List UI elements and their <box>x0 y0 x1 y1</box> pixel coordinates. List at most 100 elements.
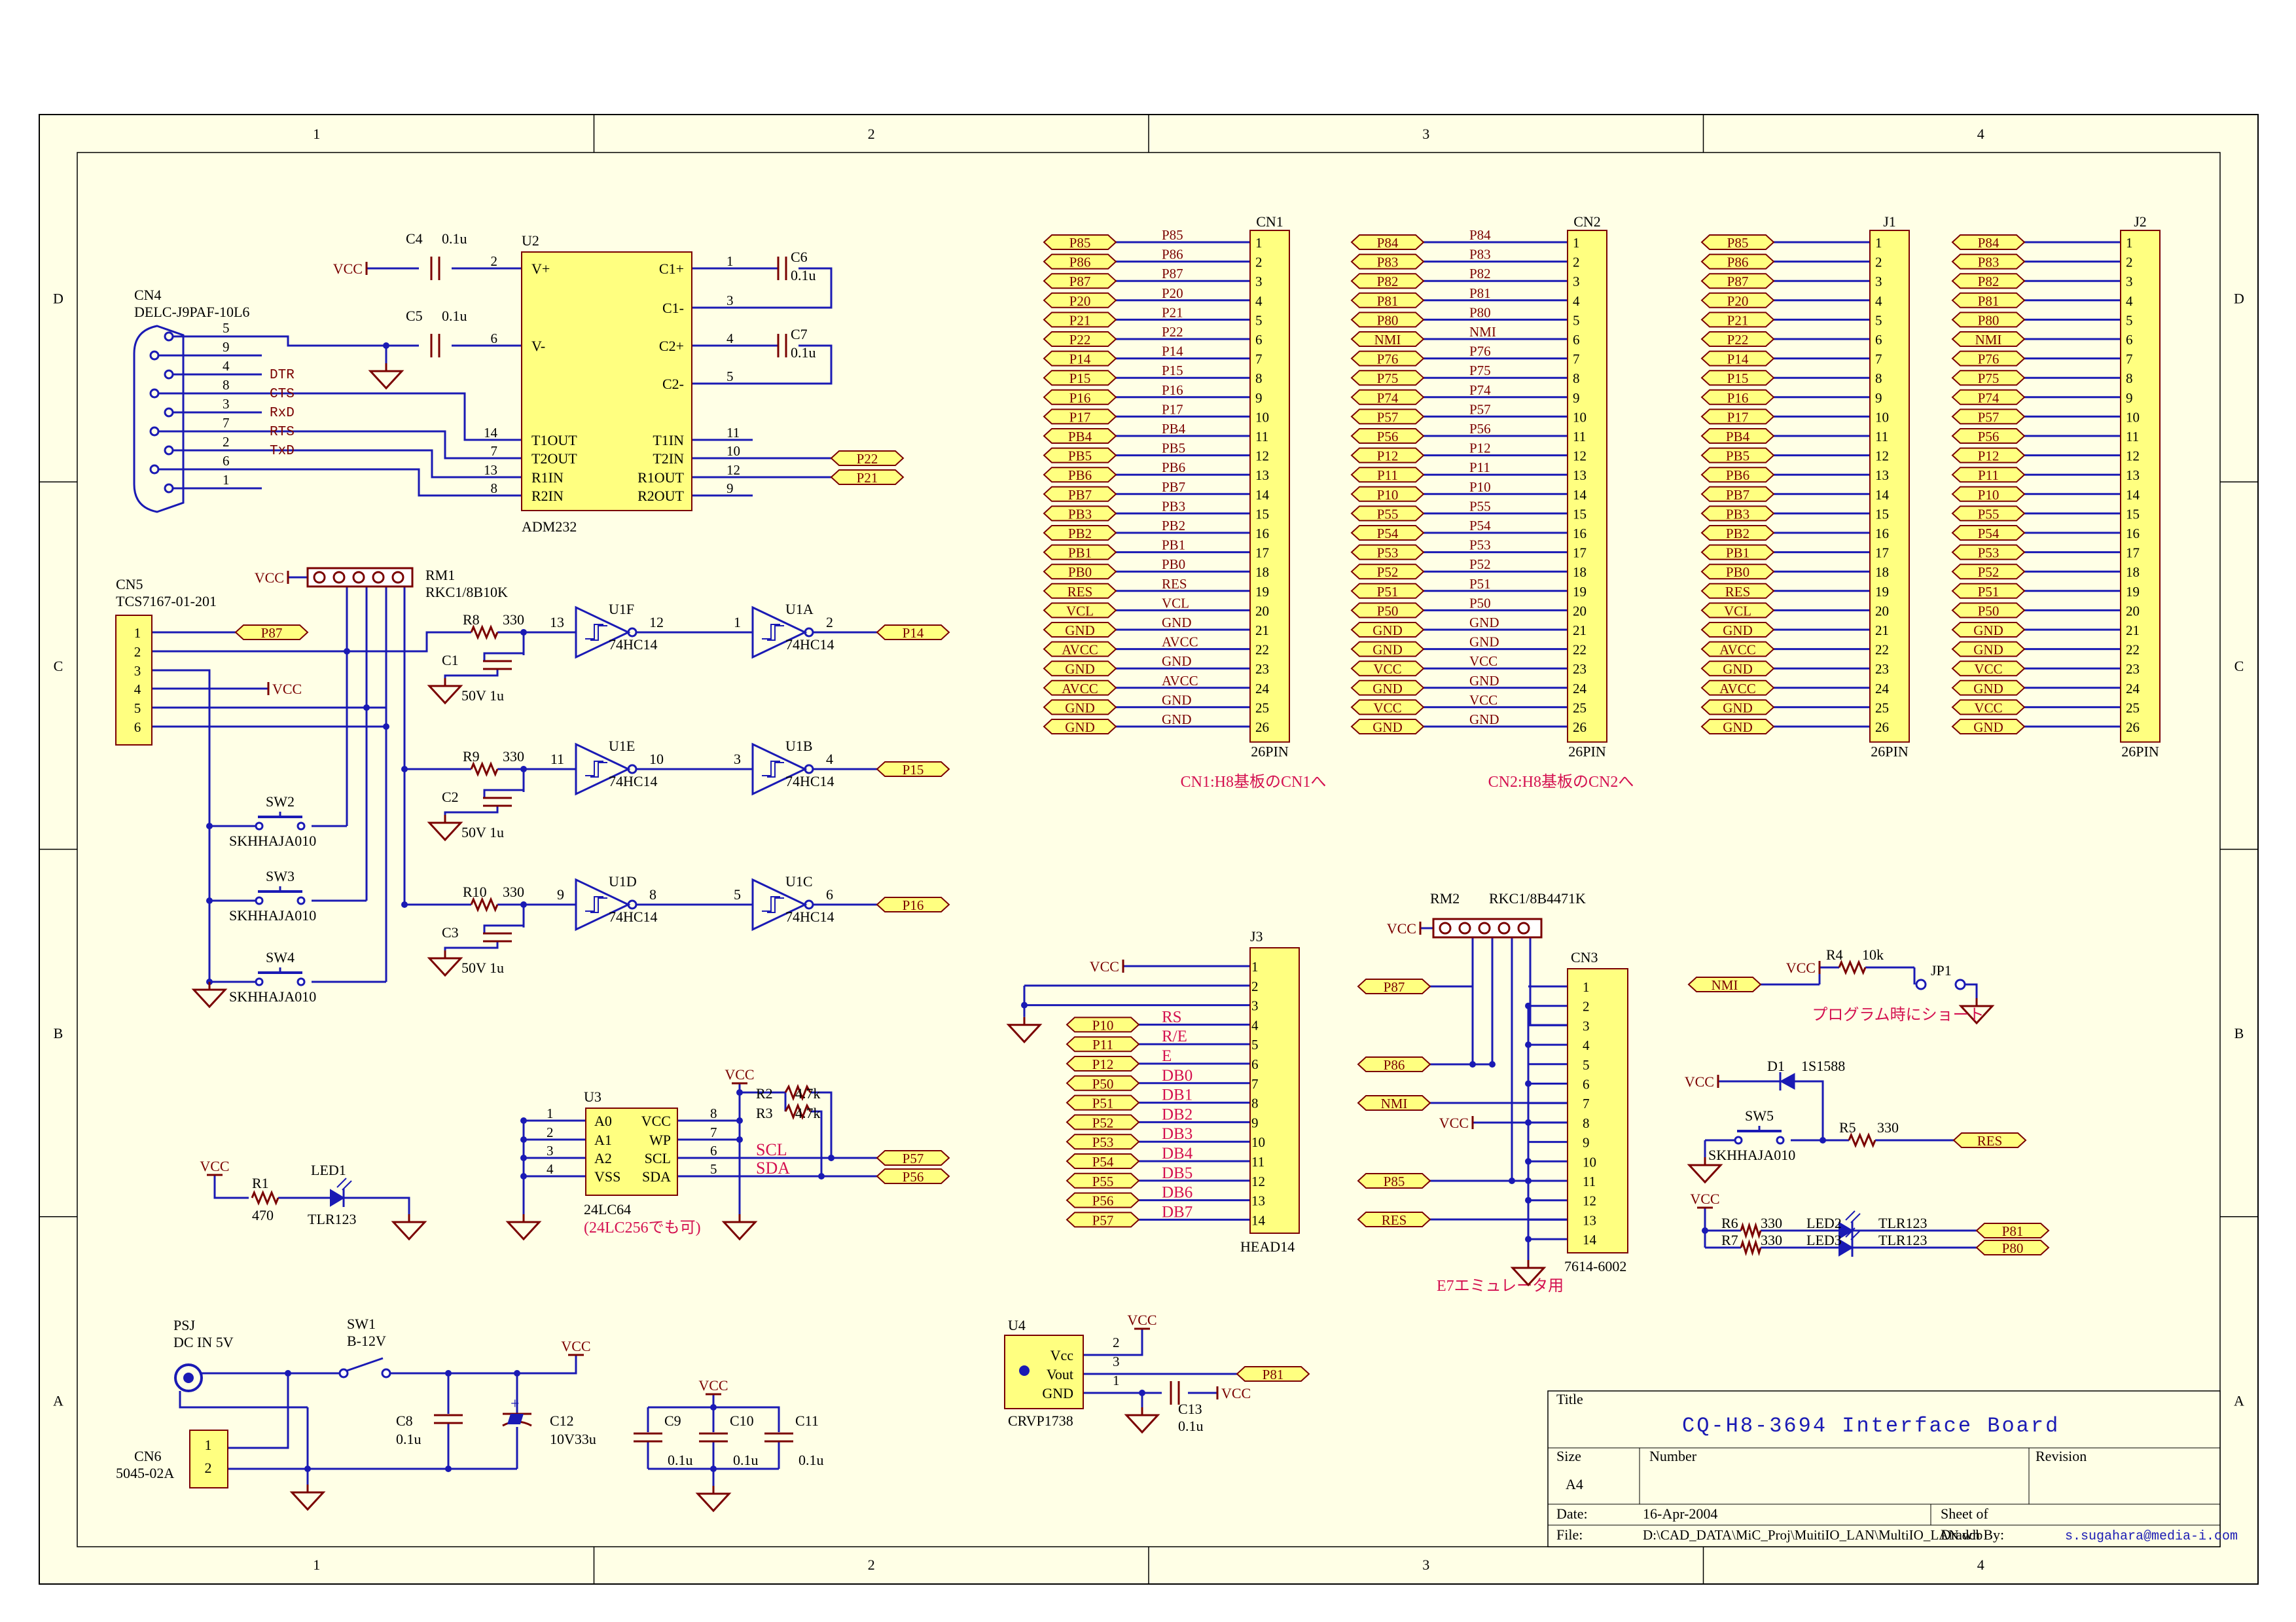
header-port <box>1951 660 2026 677</box>
header-pin-number: 21 <box>1573 622 1587 638</box>
header-port <box>1951 370 2026 386</box>
cn4-ref: CN4 <box>134 287 162 303</box>
cn6-pin: 1 <box>205 1437 212 1453</box>
header-pin-number: 12 <box>1573 448 1587 464</box>
header-pin-number: 23 <box>2126 661 2140 677</box>
cap-ref: C12 <box>550 1413 574 1429</box>
header-port-label: P51 <box>1377 584 1399 600</box>
inner-frame <box>77 152 2221 1547</box>
inverter-out-port-label: P14 <box>903 625 924 641</box>
inverter-type: 74HC14 <box>785 773 834 789</box>
header-pin-number: 18 <box>1255 564 1269 580</box>
cap-plus: + <box>511 1396 520 1413</box>
switch-contact <box>255 896 264 905</box>
header-port-label: P76 <box>1377 351 1399 367</box>
net-label: PB0 <box>1162 556 1185 572</box>
rm2-pin <box>1498 922 1511 935</box>
header-port-label: AVCC <box>1719 681 1756 696</box>
res-val: 10k <box>1862 946 1884 963</box>
header-pin-number: 2 <box>1875 255 1882 270</box>
header-pin-number: 4 <box>1875 293 1882 309</box>
header-pin-number: 25 <box>1875 700 1889 715</box>
p87-port-label: P87 <box>261 625 283 641</box>
net-label: P52 <box>1469 556 1491 572</box>
cn2-note: CN2:H8基板のCN2へ <box>1488 773 1634 791</box>
j3-port <box>1066 1192 1140 1208</box>
header-port-label: GND <box>1973 642 2003 658</box>
header-port-label: P82 <box>1978 274 2000 289</box>
net-label: P87 <box>1162 266 1183 281</box>
ground-symbol <box>427 685 463 705</box>
j3-pin: 6 <box>1251 1056 1259 1072</box>
header-port <box>1043 583 1117 599</box>
schmitt-mark <box>767 762 784 778</box>
j3-body <box>1249 947 1300 1234</box>
inverter-out-port <box>876 624 950 640</box>
junction-dot <box>736 1117 743 1124</box>
cap-ref: C13 <box>1178 1401 1202 1417</box>
u3-left-pin: VSS <box>594 1168 620 1185</box>
header-port-label: P74 <box>1978 390 2000 406</box>
header-pin-number: 3 <box>1875 274 1882 289</box>
zone-col-label: 1 <box>313 126 320 142</box>
rm2-pin <box>1478 922 1491 935</box>
u2-right-num: 4 <box>726 331 734 346</box>
header-port <box>1350 602 1425 619</box>
net-label: P57 <box>1469 401 1491 417</box>
size-label: Size <box>1556 1448 1581 1464</box>
header-pin-number: 20 <box>1875 603 1889 619</box>
header-port <box>1043 699 1117 715</box>
header-pin-number: 22 <box>1875 642 1889 658</box>
header-pin-number: 9 <box>1255 390 1263 406</box>
header-port <box>1951 602 2026 619</box>
header-port-label: P17 <box>1069 409 1091 425</box>
header-port <box>1043 622 1117 638</box>
switch-contact <box>255 821 264 831</box>
db9-net-label: RTS <box>270 425 295 440</box>
u2-right-num: 5 <box>726 369 734 384</box>
inverter-pin-in: 3 <box>734 751 741 767</box>
db9-net-label: DTR <box>270 368 295 383</box>
ground-symbol <box>391 1221 427 1241</box>
header-port-label: P54 <box>1377 526 1399 541</box>
j3-ref: J3 <box>1250 928 1263 945</box>
header-port <box>1043 660 1117 677</box>
net-label: VCC <box>1469 653 1498 669</box>
u3-left-pin: A2 <box>594 1150 612 1166</box>
zone-row-label: D <box>2234 291 2244 307</box>
net-label: GND <box>1162 653 1192 669</box>
u3-type: 24LC64 <box>584 1201 631 1217</box>
u2-left-num: 7 <box>491 443 498 459</box>
j3-port-label: P52 <box>1092 1115 1114 1130</box>
net-label: P75 <box>1469 363 1491 378</box>
u3-ref: U3 <box>584 1089 601 1105</box>
junction-dot <box>1489 1061 1496 1068</box>
header-pin-number: 23 <box>1255 661 1269 677</box>
junction-dot <box>1525 1002 1532 1009</box>
header-port-label: GND <box>1065 719 1095 735</box>
u3-left-num: 3 <box>547 1143 554 1159</box>
header-port-label: P52 <box>1377 564 1399 580</box>
switch-contact <box>1734 1136 1743 1145</box>
vcc-label: VCC <box>1786 960 1816 976</box>
u3-right-pin: VCC <box>641 1113 671 1129</box>
wire <box>444 941 499 950</box>
inverter-body <box>575 742 631 796</box>
header-type: 26PIN <box>2121 744 2159 760</box>
header-port-label: P14 <box>1727 351 1749 367</box>
rm2-pin <box>1517 922 1530 935</box>
wire <box>1965 983 1978 998</box>
zone-col-label: 4 <box>1977 126 1984 142</box>
header-pin-number: 15 <box>1875 506 1889 522</box>
header-port <box>1951 447 2026 463</box>
header-port-label: GND <box>1372 642 1403 658</box>
header-pin-number: 4 <box>2126 293 2133 309</box>
header-port <box>1350 505 1425 522</box>
header-port <box>1350 370 1425 386</box>
junction-dot <box>828 1155 834 1161</box>
resistor <box>470 761 499 777</box>
net-label: P84 <box>1469 227 1491 243</box>
junction-dot <box>1525 1119 1532 1126</box>
res-ref: R2 <box>756 1085 773 1102</box>
header-port <box>1700 622 1775 638</box>
